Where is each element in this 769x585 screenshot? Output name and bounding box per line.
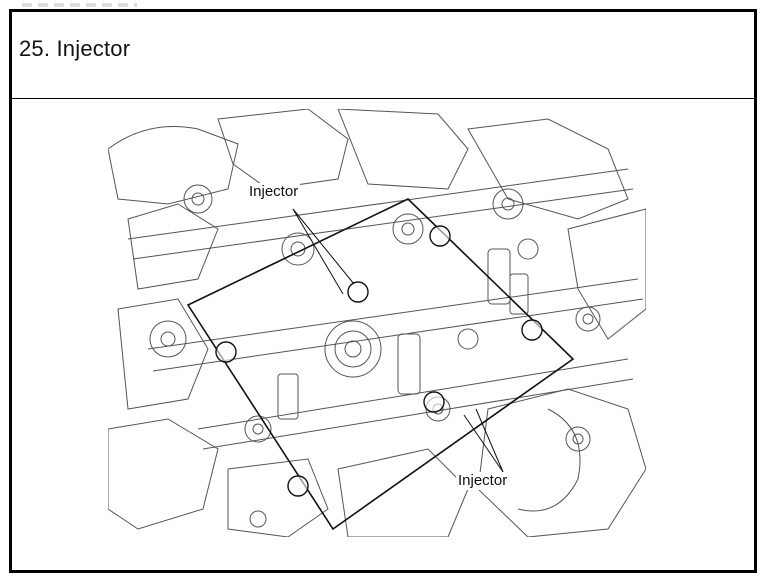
injector-callout-bottom: Injector: [456, 472, 510, 490]
injector-callout-top: Injector: [247, 183, 301, 201]
scan-artifact: [22, 3, 137, 7]
engine-illustration: [108, 109, 646, 537]
title-row: 25. Injector: [12, 12, 754, 99]
document-frame: 25. Injector: [9, 9, 757, 573]
section-title: 25. Injector: [19, 36, 131, 61]
